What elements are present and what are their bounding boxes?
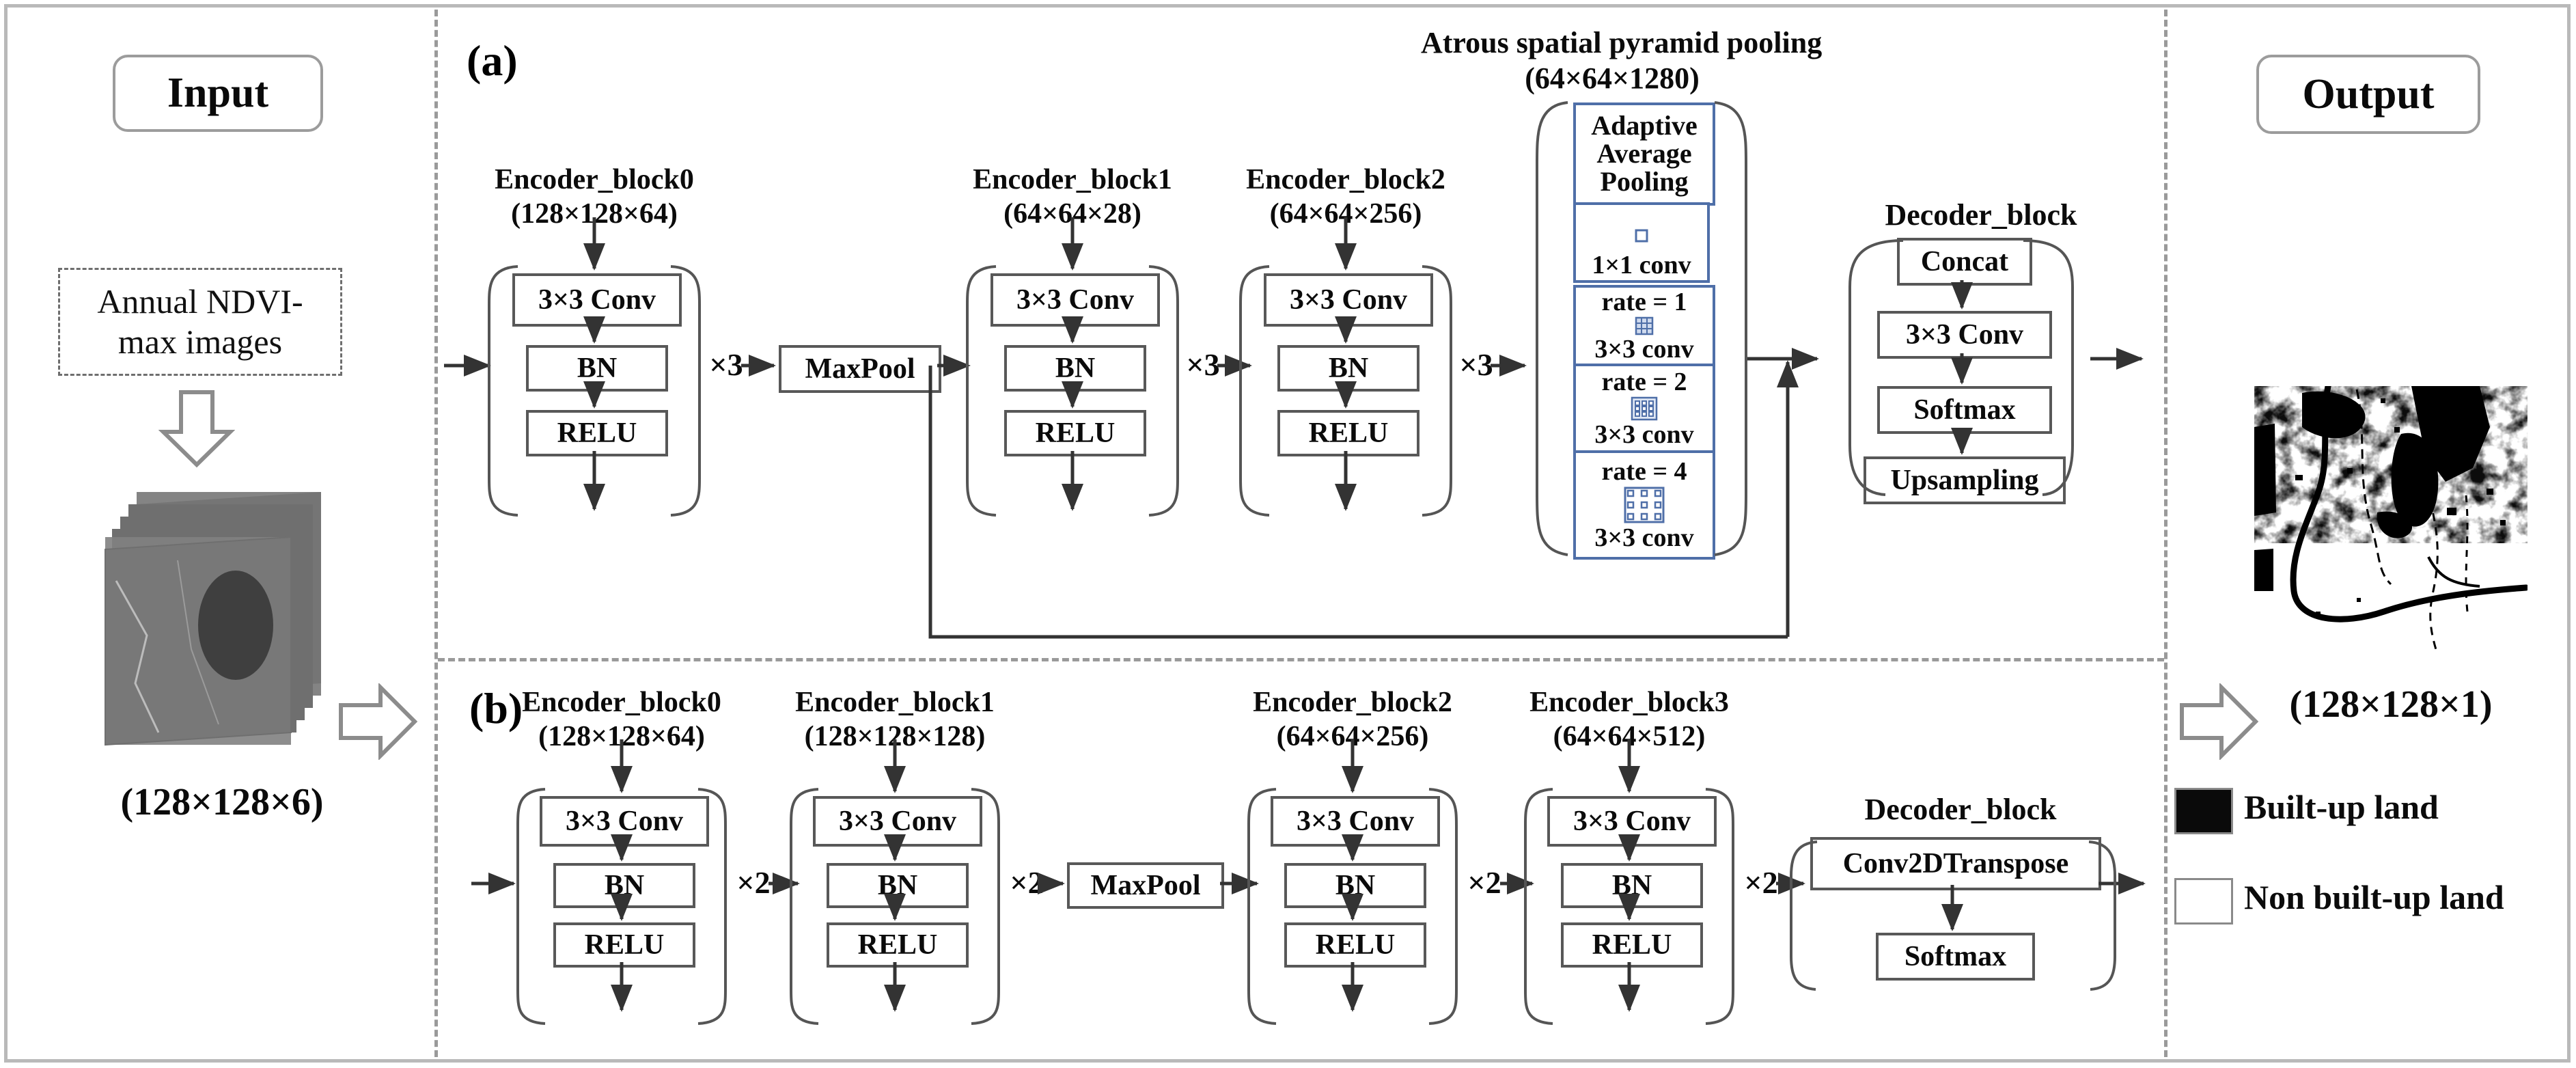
enc-b2-repeat: ×2 [1467, 865, 1501, 900]
aspp-branch-4-label: rate = 4 [1601, 457, 1687, 487]
legend-swatch-builtup [2174, 788, 2233, 834]
legend-label-builtup: Built-up land [2244, 788, 2439, 826]
block-arrow-right-icon [338, 682, 419, 761]
enc-b3-name: Encoder_block3 [1529, 687, 1729, 718]
kernel-dilated-r2-icon [1630, 396, 1659, 422]
enc-b0-layer-conv: 3×3 Conv [540, 796, 709, 847]
divider-input-main [434, 10, 438, 1057]
enc-b1-name: Encoder_block1 [795, 687, 995, 718]
aspp-branch-1x1-conv: 1×1 conv [1573, 202, 1710, 283]
enc-a2-layer-bn: BN [1277, 345, 1419, 392]
enc-a0-layer-bn: BN [526, 345, 668, 392]
enc-a0-layer-conv: 3×3 Conv [512, 273, 682, 327]
aspp-branch-adaptive-avg-pool: Adaptive Average Pooling [1573, 102, 1715, 206]
enc-a1-dims: (64×64×28) [1003, 198, 1141, 230]
enc-a2-repeat: ×3 [1459, 347, 1493, 382]
output-title-pill: Output [2256, 55, 2480, 134]
kernel-1x1-icon [1634, 222, 1649, 249]
enc-b1-layer-bn: BN [827, 863, 969, 908]
legend-label-non-builtup: Non built-up land [2244, 878, 2504, 916]
enc-a1-layer-bn: BN [1004, 345, 1146, 392]
enc-b2-layer-conv: 3×3 Conv [1271, 796, 1440, 847]
input-title-pill: Input [113, 55, 323, 132]
enc-b0-repeat: ×2 [736, 865, 771, 900]
enc-a2-layer-relu: RELU [1277, 410, 1419, 456]
input-source-label: Annual NDVI-max images [97, 282, 303, 361]
enc-b1-layer-conv: 3×3 Conv [813, 796, 982, 847]
aspp-branch-2-sub: 3×3 conv [1594, 335, 1694, 364]
divider-panel-a-b [438, 658, 2164, 661]
enc-b2-layer-bn: BN [1284, 863, 1426, 908]
enc-b3-layer-conv: 3×3 Conv [1547, 796, 1717, 847]
panel-b-maxpool: MaxPool [1067, 862, 1224, 909]
dec-a-layer-upsampling: Upsampling [1864, 456, 2066, 504]
kernel-dilated-r1-icon [1634, 316, 1654, 336]
enc-b1-dims: (128×128×128) [804, 721, 986, 752]
panel-a-letter: (a) [467, 36, 518, 85]
enc-a0-repeat: ×3 [709, 347, 743, 382]
input-source-box: Annual NDVI-max images [58, 268, 342, 376]
aspp-branch-2-label: rate = 1 [1601, 288, 1687, 317]
aspp-branch-0-line-3: Pooling [1600, 165, 1689, 197]
enc-b0-layer-relu: RELU [553, 922, 695, 968]
builtup-classification-map-icon [2254, 383, 2530, 673]
legend-swatch-non-builtup [2174, 878, 2233, 925]
enc-a2-name: Encoder_block2 [1246, 164, 1445, 195]
enc-a1-name: Encoder_block1 [973, 164, 1172, 195]
enc-b0-layer-bn: BN [553, 863, 695, 908]
enc-b1-layer-relu: RELU [827, 922, 969, 968]
dec-a-layer-softmax: Softmax [1877, 386, 2052, 434]
enc-b2-dims: (64×64×256) [1276, 721, 1429, 752]
enc-a0-name: Encoder_block0 [495, 164, 694, 195]
enc-a1-layer-conv: 3×3 Conv [991, 273, 1160, 327]
output-title: Output [2302, 70, 2435, 118]
dec-a-name: Decoder_block [1885, 198, 2077, 232]
aspp-branch-rate-1: rate = 1 3×3 conv [1573, 285, 1715, 367]
aspp-branch-rate-4: rate = 4 3×3 conv [1573, 450, 1715, 560]
enc-a1-layer-relu: RELU [1004, 410, 1146, 456]
dec-b-name: Decoder_block [1864, 793, 2057, 826]
dec-b-layer-conv2dtranspose: Conv2DTranspose [1810, 837, 2101, 890]
aspp-branch-3-label: rate = 2 [1601, 368, 1687, 397]
enc-b0-name: Encoder_block0 [522, 687, 721, 718]
enc-b0-dims: (128×128×64) [538, 721, 705, 752]
enc-b3-repeat: ×2 [1744, 865, 1778, 900]
aspp-branch-rate-2: rate = 2 3×3 conv [1573, 364, 1715, 454]
enc-a1-repeat: ×3 [1186, 347, 1220, 382]
enc-b2-layer-relu: RELU [1284, 922, 1426, 968]
dec-a-layer-concat: Concat [1897, 238, 2032, 286]
enc-a2-dims: (64×64×256) [1269, 198, 1422, 230]
aspp-branch-0-line-1: Adaptive [1591, 110, 1698, 141]
enc-a0-layer-relu: RELU [526, 410, 668, 456]
aspp-branch-0-line-2: Average [1596, 138, 1692, 169]
enc-b1-repeat: ×2 [1010, 865, 1044, 900]
dec-b-layer-softmax: Softmax [1876, 933, 2035, 981]
panel-b-letter: (b) [469, 684, 523, 732]
block-arrow-right-output-icon [2179, 682, 2260, 761]
aspp-branch-4-sub: 3×3 conv [1594, 523, 1694, 552]
enc-b2-name: Encoder_block2 [1253, 687, 1452, 718]
output-result-dims: (128×128×1) [2289, 683, 2493, 726]
aspp-title: Atrous spatial pyramid pooling [1421, 26, 1823, 59]
divider-main-output [2164, 10, 2168, 1057]
input-stack-dims: (128×128×6) [120, 781, 324, 823]
enc-b3-layer-relu: RELU [1561, 922, 1703, 968]
block-arrow-down-icon [158, 389, 236, 468]
kernel-dilated-r4-icon [1622, 485, 1666, 525]
enc-a2-layer-conv: 3×3 Conv [1264, 273, 1433, 327]
aspp-branch-1-sub: 1×1 conv [1592, 251, 1691, 280]
ndvi-image-stack-icon [96, 478, 348, 752]
dec-a-layer-conv: 3×3 Conv [1877, 311, 2052, 359]
enc-b3-layer-bn: BN [1561, 863, 1703, 908]
panel-a-maxpool: MaxPool [779, 345, 941, 393]
enc-a0-dims: (128×128×64) [511, 198, 678, 230]
aspp-dims: (64×64×1280) [1525, 61, 1700, 95]
aspp-branch-3-sub: 3×3 conv [1594, 420, 1694, 449]
input-title: Input [167, 70, 269, 116]
enc-b3-dims: (64×64×512) [1553, 721, 1706, 752]
